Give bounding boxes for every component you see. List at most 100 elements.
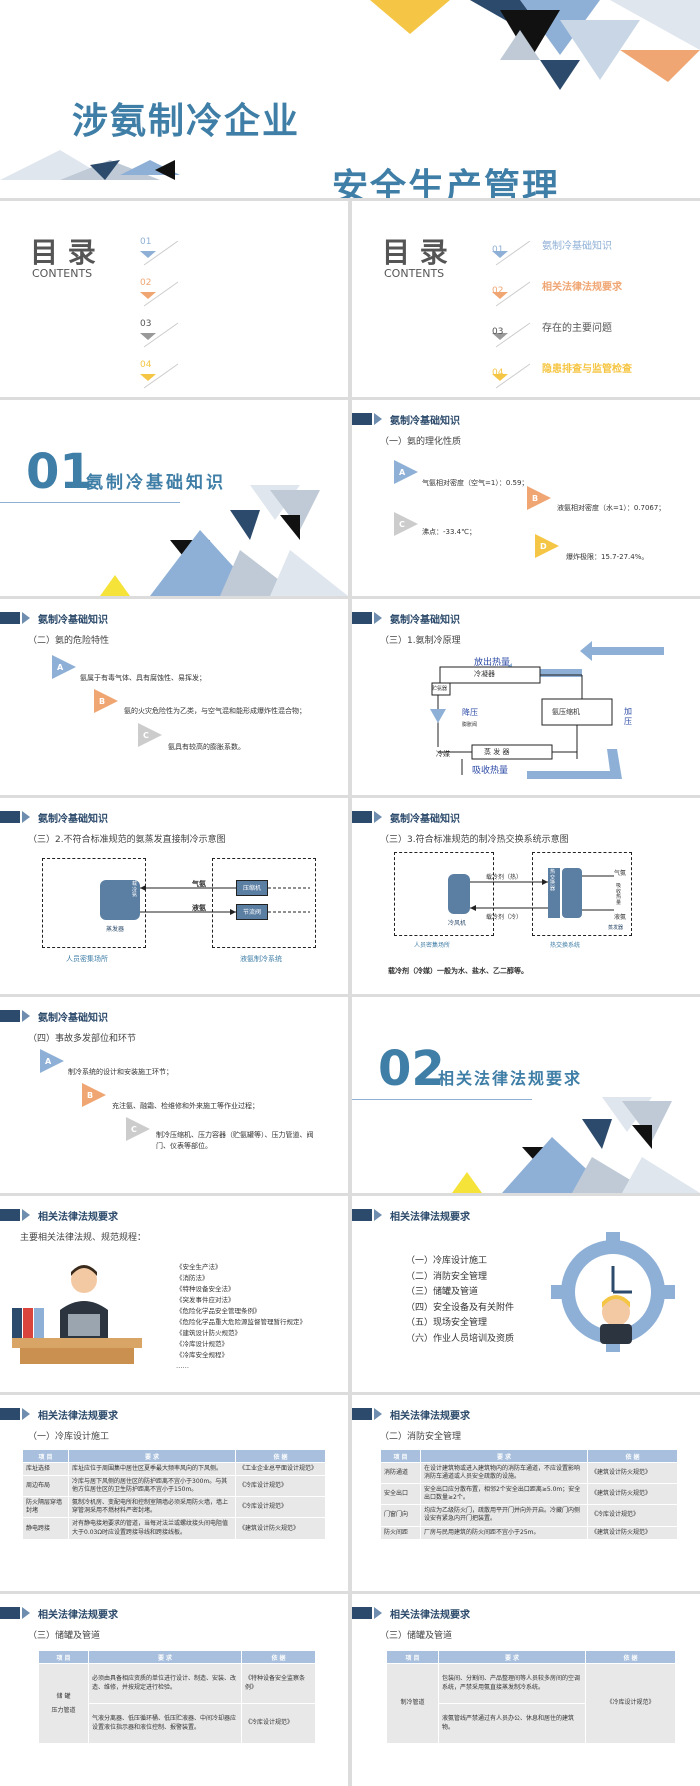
agenda-item[interactable]: （三）储罐及管道 (406, 1287, 479, 1297)
toc-item-2[interactable]: 02 相关法律法规要求 (492, 278, 692, 296)
area-exchange (532, 852, 632, 936)
area-dense-label: 人员密集场所 (414, 942, 451, 949)
toc-num: 01 (140, 237, 152, 247)
badge-b-icon: B (94, 689, 118, 713)
badge-a-icon: A (40, 1049, 64, 1073)
cell: 《冷库设计规范》 (241, 1703, 316, 1744)
agenda-item[interactable]: （一）冷库设计施工 (406, 1256, 488, 1266)
toc-num: 03 (140, 319, 152, 329)
accident-a: 制冷系统的设计和安装施工环节； (68, 1068, 173, 1076)
label-receiver: 贮氨器 (432, 686, 448, 692)
compressor-box: 压缩机 (236, 880, 268, 896)
agenda-item[interactable]: （四）安全设备及有关附件 (406, 1302, 515, 1313)
law-item: …… (176, 1362, 189, 1370)
slide-header: 氨制冷基础知识 (352, 412, 460, 427)
slide-subtitle: （三）储罐及管道 (380, 1631, 453, 1641)
badge-b-icon: B (82, 1083, 106, 1107)
label-cold: 载冷剂（冷） (486, 914, 523, 921)
cell: 消防通道 (380, 1461, 421, 1485)
cell: 制冷管道 (386, 1663, 439, 1744)
label-condenser: 冷凝器 (474, 670, 495, 678)
evaporator-name: 蒸发器 (106, 926, 125, 933)
design-table: 项 目 要 求 依 据 库址选择 库址应位于周围集中居住区夏季最大频率风向的下风… (22, 1449, 326, 1540)
principle-slide: 氨制冷基础知识 （三）1.氨制冷原理 放出热量 冷凝器 贮氨器 降压 膨胀阀 氨… (352, 599, 700, 795)
property-a: 气氨相对密度（空气=1）：0.59； (422, 479, 529, 487)
col-header: 项 目 (22, 1449, 69, 1463)
evaporator-unit (100, 880, 140, 920)
agenda-item[interactable]: （五）现场安全管理 (406, 1318, 488, 1328)
label-evaporator: 蒸 发 器 (484, 748, 510, 756)
cell: 液氨管线严禁通过有人员办公、休息和居住的建筑物。 (438, 1703, 586, 1744)
law-item: 《突发事件应对法》 (176, 1296, 235, 1304)
slide-header: 相关法律法规要求 (0, 1407, 118, 1422)
badge-a-icon: A (394, 460, 418, 484)
cell: 对有静电接地要求的管道，当每对法兰或螺纹接头间电阻值大于0.03Ω时应设置跨接导… (68, 1517, 236, 1540)
direct-cooling-slide: 氨制冷基础知识 （三）2.不符合标准规范的氨蒸发直接制冷示意图 载冷氨 蒸发器 … (0, 798, 348, 994)
table-row: 库址选择 库址应位于周围集中居住区夏季最大频率风向的下风侧。 《工业企业总平面设… (22, 1461, 326, 1477)
agenda-item[interactable]: （二）消防安全管理 (406, 1271, 488, 1282)
toc-label: 存在的主要问题 (542, 323, 612, 334)
slide-subtitle: （二）氨的危险特性 (28, 636, 110, 646)
toc-item-1[interactable]: 01 氨制冷基础知识 (492, 237, 692, 255)
office-worker-illustration (12, 1265, 142, 1364)
laws-slide: 相关法律法规要求 主要相关法律法规、规范规程： 《安全生产法》 《消防法》 《特… (0, 1196, 348, 1392)
col-header: 依 据 (585, 1650, 676, 1664)
cell: 必须由具备相应资质的单位进行设计、制造、安装、改造、维修，并按规定进行检验。 (88, 1663, 242, 1704)
cell: 安全出口 (380, 1483, 421, 1506)
toc-marks (492, 241, 531, 389)
slide-subtitle: （二）消防安全管理 (380, 1432, 462, 1442)
section-number: 02 (378, 1041, 445, 1097)
area-system (212, 858, 316, 948)
table-row: 储 罐 压力管道 必须由具备相应资质的单位进行设计、制造、安装、改造、维修，并按… (38, 1663, 316, 1744)
toc-num: 04 (492, 368, 504, 378)
cell: 储 罐 压力管道 (38, 1663, 89, 1744)
evaporator-label: 蒸发器 (608, 925, 624, 931)
col-header: 依 据 (235, 1449, 326, 1463)
hazard-b: 氨的火灾危险性为乙类，与空气混和能形成爆炸性混合物； (124, 707, 306, 715)
law-item: 《安全生产法》 (176, 1263, 222, 1271)
agenda-list: （一）冷库设计施工 （二）消防安全管理 （三）储罐及管道 （四）安全设备及有关附… (406, 1254, 514, 1347)
slide-header: 氨制冷基础知识 (0, 810, 108, 825)
area-dense-label: 人员密集场所 (66, 955, 108, 963)
section-02-slide: 02 相关法律法规要求 (352, 997, 700, 1193)
accident-c: 制冷压缩机、压力容器（贮氨罐等）、压力管道、阀门、仪表等部位。 (156, 1131, 314, 1150)
hazard-c: 氨具有较高的膨胀系数。 (168, 743, 245, 751)
toc-item-3[interactable]: 03 存在的主要问题 (492, 319, 692, 337)
property-d: 爆炸极限：15.7-27.4%。 (566, 553, 649, 561)
table-row: 消防通道 在设计建筑物或进入建筑物内的消防车通道，不应设置影响消防车通道或人员安… (380, 1461, 678, 1485)
heat-exchange-slide: 氨制冷基础知识 （三）3.符合标准规范的制冷热交换系统示意图 冷风机 载冷剂（热… (352, 798, 700, 994)
gear-clock-icon (551, 1232, 675, 1352)
cooler-label: 冷风机 (448, 920, 467, 927)
property-b: 液氨相对密度（水=1）：0.7067； (557, 504, 666, 512)
area-system-label: 液氨制冷系统 (240, 955, 282, 963)
table-row: 安全出口 安全出口应分散布置，相邻2个安全出口距离≥5.0m；安全出口数量≥2个… (380, 1483, 678, 1506)
label-compressor: 氨压缩机 (552, 708, 580, 716)
cell: 《建筑设计防火规范》 (587, 1483, 678, 1506)
badge-c-icon: C (126, 1117, 150, 1141)
badge-b-icon: B (527, 486, 551, 510)
slide-subtitle: 主要相关法律法规、规范规程： (20, 1233, 147, 1243)
law-item: 《建筑设计防火规范》 (176, 1329, 241, 1337)
cell: 《冷库设计规范》 (235, 1496, 326, 1519)
coolant-note: 载冷剂（冷媒）一般为水、盐水、乙二醇等。 (388, 967, 528, 975)
section-title: 相关法律法规要求 (438, 1069, 583, 1088)
cell: 《特种设备安全监察条例》 (241, 1663, 316, 1704)
area-exchange-label: 热交换系统 (550, 942, 581, 949)
cell: 《建筑设计防火规范》 (235, 1517, 326, 1540)
slide-header: 氨制冷基础知识 (352, 810, 460, 825)
slide-subtitle: （三）2.不符合标准规范的氨蒸发直接制冷示意图 (28, 835, 226, 845)
toc-num: 02 (492, 286, 504, 296)
fire-slide: 相关法律法规要求 （二）消防安全管理 项 目 要 求 依 据 消防通道 在设计建… (352, 1395, 700, 1591)
cell: 库址应位于周围集中居住区夏季最大频率风向的下风侧。 (68, 1461, 236, 1477)
accident-b: 充注氨、融霜、检维修和外来施工等作业过程； (112, 1102, 259, 1110)
label-hot: 载冷剂（热） (486, 874, 523, 881)
toc-item-4[interactable]: 04 隐患排查与监管检查 (492, 360, 692, 378)
label-gas: 气氨 (614, 870, 627, 877)
toc-heading: 目 录 (30, 236, 96, 269)
toc-slide-right: 目 录 CONTENTS 01 氨制冷基础知识 02 相关法律法规要求 03 存… (352, 201, 700, 397)
table-row: 气液分离器、低压循环桶、低压贮液器、中间冷却器应设置液位指示器和液位控制、报警装… (39, 1703, 316, 1744)
section-01-slide: 01 氨制冷基础知识 (0, 400, 348, 596)
agenda-item[interactable]: （六）作业人员培训及资质 (406, 1333, 515, 1344)
cell: 包装间、分割间、产品整理间等人员较多房间的空调系统，严禁采用氨直接蒸发制冷系统。 (438, 1663, 586, 1704)
group-label: 储 罐 (56, 1693, 71, 1701)
